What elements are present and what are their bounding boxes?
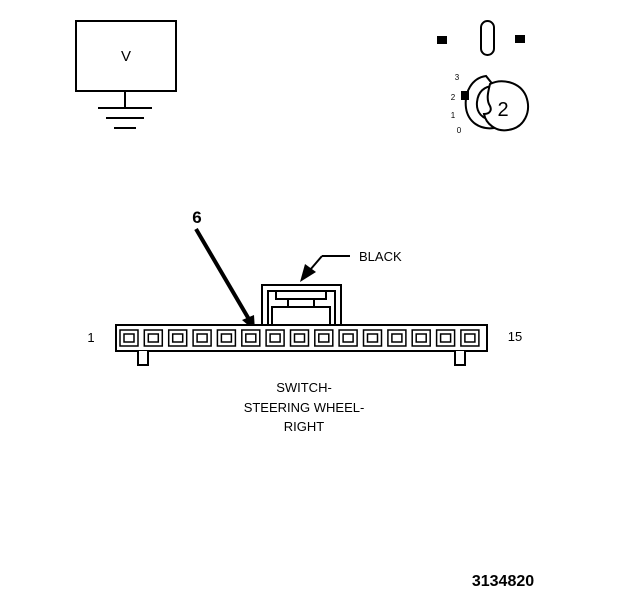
pin-terminal-11 (366, 333, 379, 343)
voltmeter-symbol: V (121, 48, 131, 65)
position-label-2: 2 (451, 93, 456, 102)
pin-terminal-8 (293, 333, 306, 343)
pin-terminal-10 (342, 333, 354, 343)
probe-pin-label: 6 (192, 208, 201, 227)
pin-terminal-15 (464, 333, 476, 343)
connector-color-label: BLACK (359, 249, 402, 264)
ignition-position-number: 2 (497, 99, 508, 121)
pin-end-label: 15 (508, 329, 522, 344)
pin-terminal-3 (171, 333, 184, 343)
connector-name-line-2: STEERING WHEEL- (244, 400, 365, 415)
pin-terminal-1 (123, 333, 135, 343)
pin-terminal-6 (245, 333, 257, 343)
pin-terminal-14 (439, 333, 452, 343)
color-leader-diagonal (309, 255, 323, 271)
position-label-0: 0 (457, 126, 462, 135)
pin-terminal-12 (391, 333, 403, 343)
color-leader-arrowhead (300, 264, 316, 282)
voltmeter: V (75, 20, 177, 129)
ground-icon (98, 107, 152, 129)
ignition-switch: 3 2 1 0 2 (437, 20, 529, 135)
key-slot-icon (480, 20, 495, 56)
connector-name-line-1: SWITCH- (276, 380, 332, 395)
connector: BLACK 1 15 SWITCH- STEERING WHEEL- RIGHT (87, 249, 522, 434)
pin-start-label: 1 (87, 330, 94, 345)
position-label-1: 1 (451, 111, 456, 120)
position-label-3: 3 (455, 73, 460, 82)
position-marker (461, 91, 469, 100)
pin-terminal-2 (147, 333, 160, 343)
terminal-right (515, 35, 525, 43)
pin-terminal-7 (269, 333, 281, 343)
pin-terminal-4 (196, 333, 208, 343)
connector-name-line-3: RIGHT (284, 419, 325, 434)
pin-cavities (119, 329, 480, 347)
connector-latch (261, 284, 342, 327)
terminal-left (437, 36, 447, 44)
pin-terminal-13 (415, 333, 427, 343)
connector-foot-left (137, 351, 149, 366)
connector-foot-right (454, 351, 466, 366)
probe: 6 (192, 208, 255, 331)
pin-terminal-9 (318, 333, 330, 343)
figure-number: 3134820 (472, 573, 534, 590)
probe-arrow-line (194, 227, 252, 323)
pin-terminal-5 (220, 333, 233, 343)
